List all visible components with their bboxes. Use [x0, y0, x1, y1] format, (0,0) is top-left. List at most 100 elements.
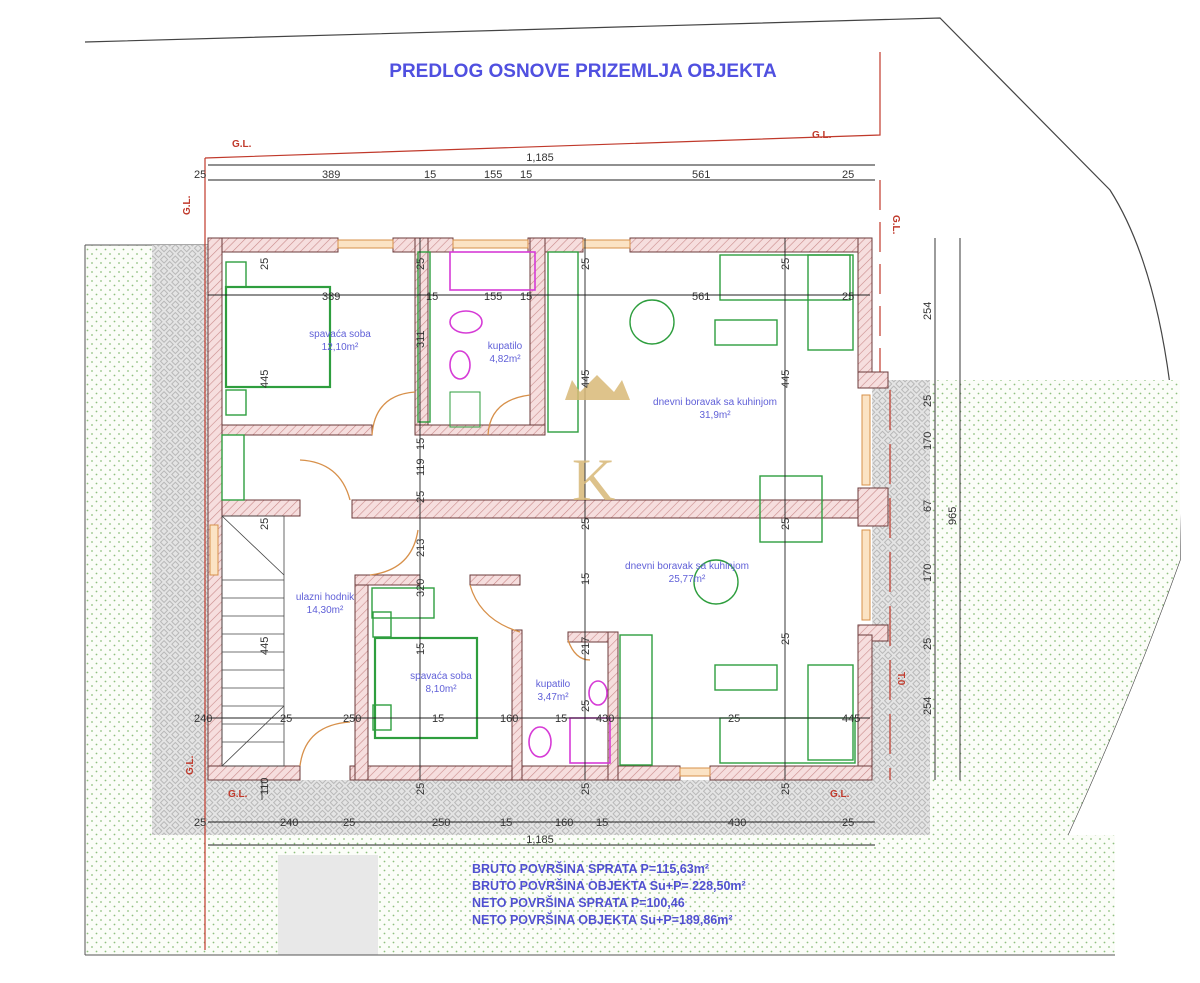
level-label: G.L.	[185, 755, 196, 775]
dim-text: 25	[194, 169, 206, 181]
dim-text: 15	[432, 713, 444, 725]
dim-text: 15	[555, 713, 567, 725]
dim-text: 25	[780, 633, 792, 645]
dim-text: 445	[780, 370, 792, 388]
dim-text: 445	[580, 370, 592, 388]
dim-text: 240	[194, 713, 212, 725]
washing-machine	[449, 391, 481, 428]
dim-text: 389	[322, 291, 340, 303]
paved-strip	[152, 245, 930, 835]
dim-text: 25	[780, 783, 792, 795]
overall-depth-dim: 965	[947, 507, 959, 525]
dim-text: 25	[259, 258, 271, 270]
dim-text: 15	[580, 573, 592, 585]
dim-text: 25	[842, 817, 854, 829]
dim-text: 25	[780, 518, 792, 530]
dim-text: 15	[424, 169, 436, 181]
room-area: 14,30m²	[307, 605, 344, 616]
room-area: 25,77m²	[669, 574, 706, 585]
dim-text: 110	[259, 777, 271, 795]
dim-text: 25	[580, 518, 592, 530]
dim-text: 25	[259, 518, 271, 530]
overall-width-dim: 1,185	[526, 152, 554, 164]
dim-text: 561	[692, 169, 710, 181]
dim-text: 119	[415, 458, 427, 476]
toilet	[528, 726, 552, 758]
dim-text: 25	[780, 258, 792, 270]
overall-width-dim-bottom: 1,185	[526, 834, 554, 846]
level-label: G.L.	[228, 789, 248, 800]
dim-text: 25	[415, 258, 427, 270]
dim-text: 170	[922, 432, 934, 450]
summary-line: NETO POVRŠINA OBJEKTA Su+P=189,86m²	[472, 912, 733, 927]
dim-text: 430	[596, 713, 614, 725]
dim-text: 389	[322, 169, 340, 181]
dim-text: 155	[484, 169, 502, 181]
staircase	[221, 515, 285, 767]
garden-area	[84, 244, 1180, 956]
dim-text: 25	[580, 258, 592, 270]
room-name: kupatilo	[536, 679, 571, 690]
doors	[299, 391, 591, 767]
dim-text: 430	[728, 817, 746, 829]
dim-text: 25	[728, 713, 740, 725]
watermark-letter: K	[572, 447, 615, 513]
dim-text: 67	[922, 500, 934, 512]
room-name: ulazni hodnik	[296, 592, 355, 603]
level-label: G.L.	[812, 130, 832, 141]
dim-text: 15	[426, 291, 438, 303]
dim-text: 155	[484, 291, 502, 303]
dim-text: 15	[596, 817, 608, 829]
dim-text: 320	[415, 579, 427, 597]
dim-text: 25	[415, 491, 427, 503]
dim-text: 25	[415, 783, 427, 795]
watermark-logo: K	[565, 375, 630, 513]
dim-text: 254	[922, 697, 934, 715]
room-name: spavaća soba	[309, 329, 371, 340]
toilet	[449, 310, 483, 334]
windows	[209, 239, 871, 777]
dim-text: 250	[432, 817, 450, 829]
dim-text: 25	[842, 291, 854, 303]
right-dimension-chain: 254 25 170 67 170 25 254 965	[922, 302, 959, 715]
dimension-lines	[208, 164, 961, 846]
sink	[588, 680, 608, 706]
dim-text: 445	[842, 713, 860, 725]
dim-text: 25	[922, 395, 934, 407]
room-name: dnevni boravak sa kuhinjom	[653, 397, 777, 408]
dim-text: 160	[500, 713, 518, 725]
dim-text: 25	[280, 713, 292, 725]
dim-text: 15	[520, 169, 532, 181]
level-label: G.L.	[830, 789, 850, 800]
dim-text: 250	[343, 713, 361, 725]
interior-dimensions: 25 389 15 155 15 561 25 25 25 25 445 311…	[194, 258, 860, 795]
dim-text: 15	[415, 438, 427, 450]
dim-text: 15	[500, 817, 512, 829]
dim-text: 445	[259, 370, 271, 388]
dim-text: 15	[415, 643, 427, 655]
room-area: 31,9m²	[699, 410, 731, 421]
room-name: spavaća soba	[410, 671, 472, 682]
sanitary	[449, 251, 611, 764]
dim-text: 170	[922, 564, 934, 582]
room-name: kupatilo	[488, 341, 523, 352]
room-name: dnevni boravak sa kuhinjom	[625, 561, 749, 572]
dim-text: 445	[259, 637, 271, 655]
level-label: G.L.	[890, 215, 901, 235]
room-area: 3,47m²	[537, 692, 569, 703]
room-area: 4,82m²	[489, 354, 521, 365]
area-summary: BRUTO POVRŠINA SPRATA P=115,63m² BRUTO P…	[472, 861, 746, 927]
dim-text: 240	[280, 817, 298, 829]
drawing-title: PREDLOG OSNOVE PRIZEMLJA OBJEKTA	[389, 61, 777, 82]
summary-line: NETO POVRŠINA SPRATA P=100,46	[472, 895, 685, 910]
dim-text: 311	[415, 330, 427, 348]
bottom-dimension-chain: 25 240 25 250 15 160 15 430 25	[194, 817, 854, 829]
room-area: 8,10m²	[425, 684, 457, 695]
bathtub	[449, 251, 536, 291]
crown-icon	[565, 375, 630, 400]
dim-text: 213	[415, 539, 427, 557]
level-label: G.L.	[182, 195, 193, 215]
double-bed	[224, 285, 332, 389]
dim-text: 254	[922, 302, 934, 320]
